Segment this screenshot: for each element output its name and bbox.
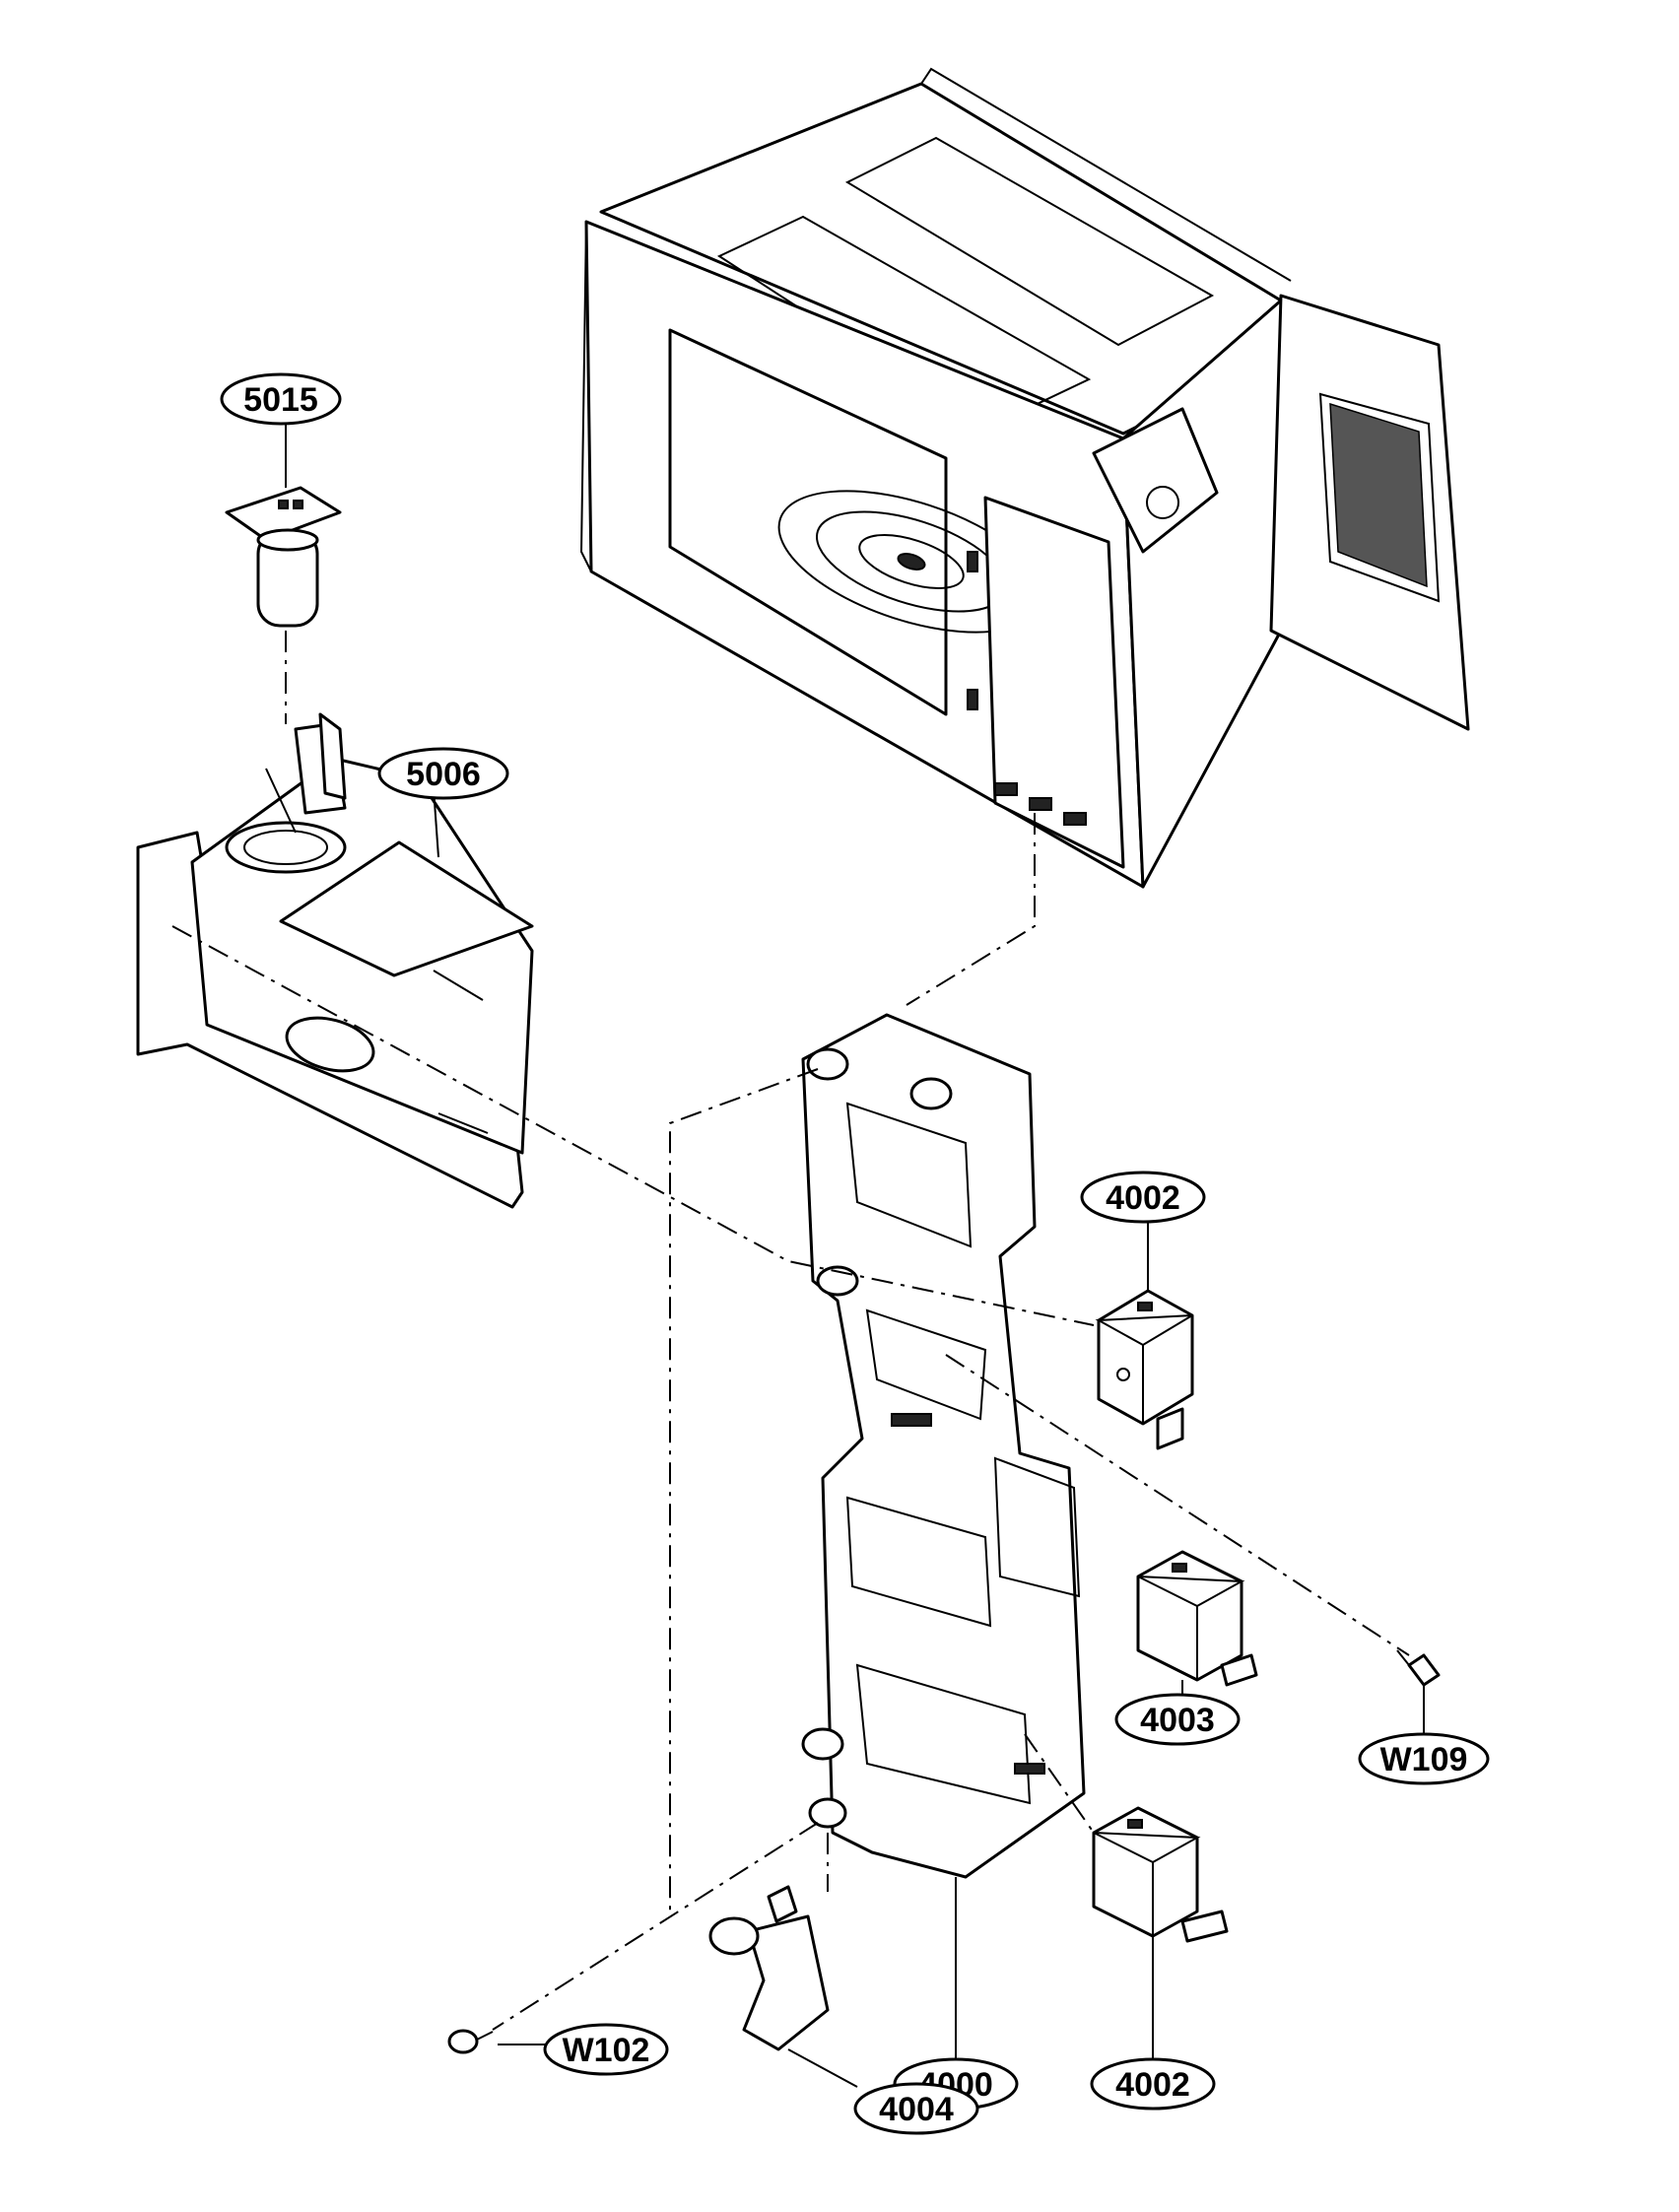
callout-w102: W102 [543,2023,669,2076]
vent-grille [1329,402,1428,588]
callout-label: 4002 [1115,2066,1190,2104]
callout-5015: 5015 [220,372,342,426]
part-4004-lever [708,1885,830,2051]
callout-label: 5006 [406,756,481,793]
leader-lines [285,419,1425,2088]
oven-cavity-chassis [579,67,1470,889]
callout-label: 4003 [1140,1702,1215,1739]
screw-w102 [447,2029,494,2054]
callout-label: W102 [563,2032,650,2069]
part-5006-air-duct [136,712,534,1209]
callout-label: W109 [1380,1741,1468,1778]
callout-5006: 5006 [377,747,509,800]
part-4002-lower-switch [1092,1806,1229,1943]
callout-4004: 4004 [853,2082,979,2135]
callout-label: 4002 [1106,1179,1180,1217]
screw-w109 [1396,1649,1441,1687]
callout-label: 5015 [243,381,318,419]
part-4002-upper-switch [1095,1289,1194,1450]
part-4003-switch [1136,1550,1258,1687]
callout-4002-upper: 4002 [1080,1171,1206,1224]
assembly-lines [171,631,1410,2031]
callout-4002-lower: 4002 [1090,2057,1216,2111]
part-4000-latch-board [801,1013,1086,1879]
callout-label: 4004 [879,2091,954,2128]
callout-w109: W109 [1358,1732,1490,1785]
part-5015 [225,486,342,628]
callout-4003: 4003 [1114,1693,1241,1746]
